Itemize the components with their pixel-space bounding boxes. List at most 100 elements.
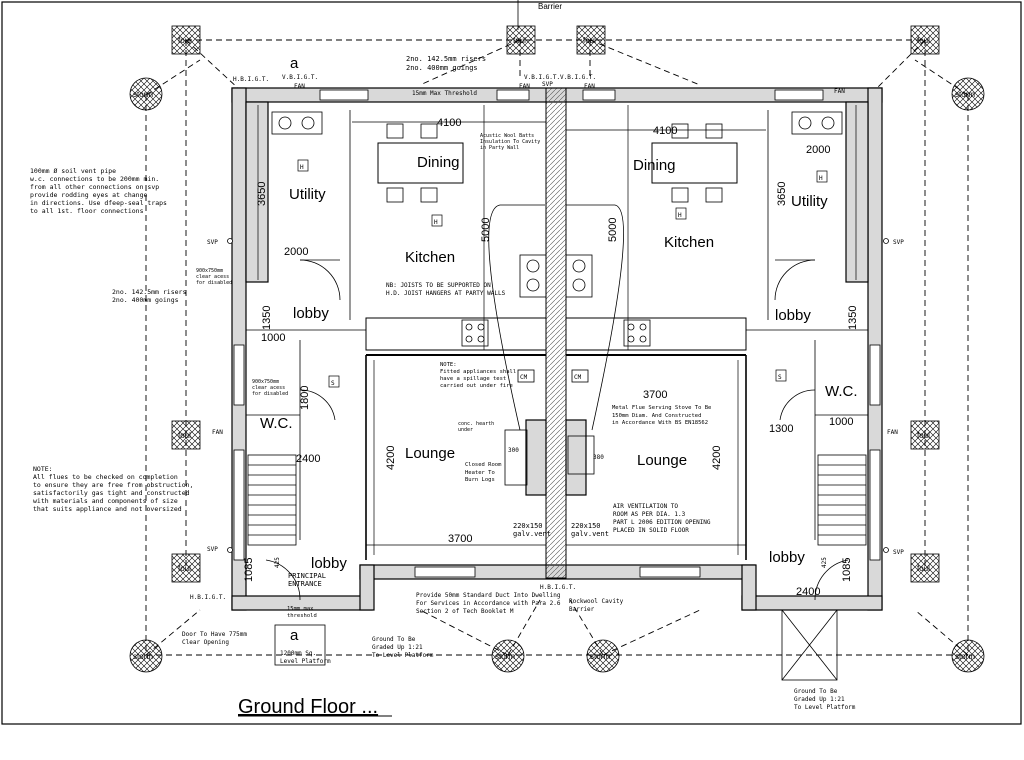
room-label-dining-right: Dining [633,157,676,174]
dim-utility-left-height: 3650 [256,182,268,206]
svg-text:storm: storm [133,90,153,99]
svg-text:foul: foul [917,431,930,440]
dim-wc-left-depth: 1800 [299,386,311,410]
section-marker-a-top: a [290,55,299,72]
door-swings [265,259,849,601]
hobs [461,319,651,347]
vent-size-right: 220x150 galv.vent [571,522,609,538]
air-vent-note: AIR VENTILATION TO ROOM AS PER DIA. 1.3 … [613,503,711,534]
threshold-small-label: 15mm max threshold [287,606,317,619]
svg-text:foul: foul [178,564,191,573]
foul-manhole: foul [171,420,201,450]
fan-label-left: FAN [212,429,223,436]
dim-porch-right-425: 425 [821,557,828,568]
svg-text:storm: storm [590,652,610,661]
stair-treads [248,464,866,536]
soil-vent-note: 100mm Ø soil vent pipe w.c. connections … [30,167,167,215]
svg-text:storm: storm [495,652,515,661]
foul-manhole: foul [171,25,201,55]
dim-porch-right-depth: 1085 [841,558,853,582]
dim-utility-right-width: 2000 [806,144,830,156]
svg-text:foul: foul [178,431,191,440]
ground-graded-note-right: Ground To Be Graded Up 1:21 To Level Pla… [794,688,855,711]
room-label-kitchen-right: Kitchen [664,234,714,251]
joists-note: NB: JOISTS TO BE SUPPORTED ON H.D. JOIST… [386,282,505,297]
storm-gullies: storm storm storm storm storm storm [129,77,985,673]
dim-porch-left-425: 425 [274,557,281,568]
dim-lounge-left-width: 3700 [448,533,472,545]
room-label-dining-left: Dining [417,154,460,171]
dim-porch-left-depth: 1085 [243,558,255,582]
closed-heater-note: Closed Room Heater To Burn Logs [465,462,501,483]
room-label-wc-right: W.C. [825,383,858,400]
dim-utility-left-width: 2000 [284,246,308,258]
barrier-label-top: Barrier [538,2,562,11]
entrance-platform [274,609,838,681]
stove-note: Metal Flue Serving Stove To Be 150mm Dia… [612,405,711,426]
svg-text:H: H [819,175,823,182]
drawing-title: Ground Floor ... [238,696,378,718]
sheet-border [1,1,1022,725]
flues-note: NOTE: All flues to be checked on complet… [33,465,193,513]
sinks [271,111,843,298]
external-walls [231,87,883,611]
dining-table-right [651,123,738,203]
svg-text:H: H [678,212,682,219]
hbigt-label-top-left: H.B.I.G.T. [233,76,269,83]
storm-gully: storm [129,77,163,111]
room-label-lounge-right: Lounge [637,452,687,469]
room-label-wc-left: W.C. [260,415,293,432]
dim-hearth-300: 300 [508,447,519,454]
principal-entrance-label: PRINCIPAL ENTRANCE [288,572,326,588]
dim-lounge-right-width: 3700 [643,389,667,401]
clear-access-note-1: 900x750mm clear acess for disabled [196,268,232,286]
level-platform-note: 1200mm Sq. Level Platform [280,650,331,665]
svg-text:H: H [434,219,438,226]
svg-text:S: S [331,380,335,387]
section-marker-a-bottom: a [290,627,299,644]
room-label-kitchen-left: Kitchen [405,249,455,266]
acoustic-note: Acustic Wool Batts Insulation To Cavity … [480,133,540,151]
foul-manhole: foul [171,553,201,583]
dim-stair-left: 2400 [296,453,320,465]
foul-manhole: foul [910,420,940,450]
dim-kitchen-right-depth: 5000 [607,218,619,242]
dim-lobby-right-width: 1300 [769,423,793,435]
dim-dining-right-width: 4100 [653,125,677,137]
hbigt-label-bottom-mid: H.B.I.G.T. [540,584,576,591]
dimension-lines [257,105,857,555]
dim-lobby-right-depth: 1350 [847,306,859,330]
dim-stair-right: 2400 [796,586,820,598]
foul-manhole: foul [910,25,940,55]
storm-gully: storm [951,77,985,111]
vent-size-left: 220x150 galv.vent [513,522,551,538]
vbigt-label-top-left: V.B.I.G.T. [282,74,318,81]
chimney-breast [488,204,624,496]
room-label-lounge-left: Lounge [405,445,455,462]
dim-lounge-left-depth: 4200 [385,446,397,470]
svg-text:foul: foul [917,36,930,45]
svg-text:storm: storm [133,652,153,661]
svg-text:H: H [300,164,304,171]
room-label-lobby-right: lobby [775,307,811,324]
fan-label-top-right: FAN [834,88,845,95]
foul-manhole: foul [576,25,606,55]
foul-manhole: foul [506,25,536,55]
dim-lobby-left-depth: 1350 [261,306,273,330]
svp-label-left-lower: SVP [207,546,218,553]
internal-partitions [246,110,868,560]
storm-gully: storm [951,639,985,673]
ground-graded-note-left: Ground To Be Graded Up 1:21 To Level Pla… [372,636,433,659]
dim-hearth-380: 380 [593,454,604,461]
heater-markers: H H H H S S [297,159,828,388]
cm-mark-right: CM [574,374,582,381]
dim-wc-right-width: 1000 [829,416,853,428]
dim-kitchen-left-depth: 5000 [480,218,492,242]
room-label-lobby-bottom-right: lobby [769,549,805,566]
dim-wc-left-width: 1000 [261,332,285,344]
goings-top: 2no. 400mm goings [406,64,478,72]
svg-text:foul: foul [917,564,930,573]
svg-text:foul: foul [583,36,596,45]
risers-top: 2no. 142.5mm risers [406,55,486,63]
vbigt-label-top-mid-left: V.B.I.G.T. [524,74,560,81]
